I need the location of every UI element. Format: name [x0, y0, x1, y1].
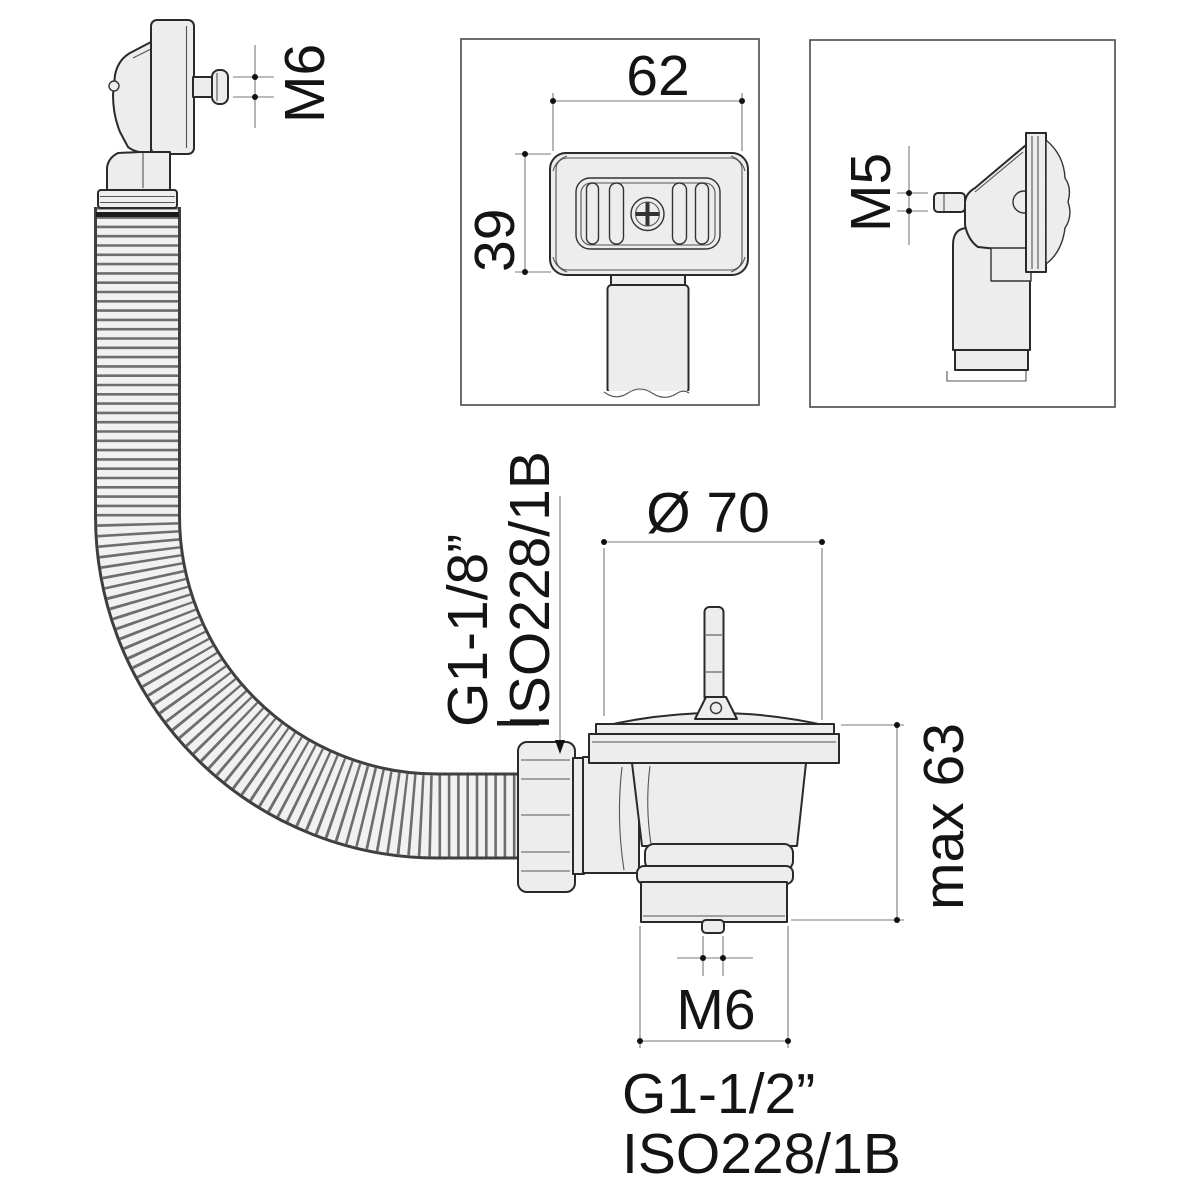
recessed-panel-inner-outline	[580, 182, 716, 246]
dim-d70-dot-left	[601, 539, 607, 545]
dim-label-inlet-thread: G1-1/8”	[436, 534, 500, 727]
elbow-dark-rib	[497, 721, 539, 726]
hose-fill	[97, 207, 520, 857]
overflow-stem-body	[606, 284, 690, 394]
m6-dim-dot-bottom	[252, 94, 258, 100]
overflow-fitting-side-view: M6	[97, 19, 337, 209]
overflow-slot-1	[585, 182, 600, 245]
cover-plate-inner-outline	[555, 157, 743, 271]
inlet-elbow-body	[582, 756, 640, 874]
dim-m6b-dot-left	[700, 955, 706, 961]
phillips-cross-icon	[636, 202, 659, 226]
dim-label-m5: M5	[839, 153, 903, 232]
overflow-slot-3	[671, 182, 688, 245]
alt-face-plate-edge	[1025, 132, 1047, 273]
overflow-slot-2	[608, 182, 625, 245]
alt-wedge-inner-line	[974, 151, 1024, 193]
alt-wedge-body	[964, 144, 1027, 253]
m5-dim-dot-bottom	[906, 208, 912, 214]
overflow-slot-4	[694, 182, 710, 245]
overflow-foot	[106, 151, 171, 191]
wedge-inner-line	[132, 48, 152, 59]
dim-62-dot-right	[739, 98, 745, 104]
dim-39-dot-top	[522, 151, 528, 157]
pin-pivot-hole	[709, 701, 723, 715]
overflow-face-plate-edge	[150, 19, 195, 155]
dim-label-outlet-thread: G1-1/2”	[622, 1062, 815, 1126]
alt-bottom-bracket	[946, 371, 1027, 382]
alt-rosette-profile	[1045, 139, 1071, 265]
drain-pin	[703, 606, 725, 703]
overflow-wedge-body	[112, 41, 152, 154]
drain-strainer-assembly: Ø 70 G1-1/8” ISO228/1B max 63 M6 G1-1/2”…	[436, 451, 976, 1186]
flange-band	[588, 733, 840, 764]
inlet-thread-leader-arrowhead	[555, 740, 565, 754]
dim-max63-dot-bottom	[894, 917, 900, 923]
plate-corner-mark-tr	[730, 155, 746, 172]
m6-dim-dot-top	[252, 74, 258, 80]
dim-label-overflow-m6: M6	[273, 44, 337, 123]
dim-label-max63: max 63	[912, 723, 976, 910]
dim-label-outlet-standard: ISO228/1B	[622, 1122, 901, 1186]
stem-break-mask	[600, 391, 696, 403]
dim-max63-dot-top	[894, 722, 900, 728]
overflow-screw-head	[211, 69, 229, 105]
alt-lower-body-foot	[954, 349, 1029, 371]
dim-g112-dot-right	[785, 1038, 791, 1044]
dim-label-62: 62	[626, 44, 689, 108]
plate-corner-mark-tl	[552, 155, 568, 172]
alt-stud-m5	[933, 192, 966, 213]
dim-label-39: 39	[463, 209, 527, 272]
plate-corner-mark-bl	[552, 256, 568, 273]
dim-label-bottom-m6: M6	[676, 978, 755, 1042]
hose-connector-collar	[97, 189, 178, 209]
elbow-inner-curve	[618, 766, 625, 871]
detail-box-overflow-alt-side-view: M5	[809, 39, 1116, 408]
inlet-nut	[517, 741, 576, 893]
dim-d70-dot-right	[819, 539, 825, 545]
flexible-overflow-hose	[94, 207, 520, 860]
stem-break-line	[603, 388, 690, 398]
bottom-stud-m6	[701, 919, 725, 934]
dim-62-dot-left	[550, 98, 556, 104]
dim-39-dot-bottom	[522, 269, 528, 275]
dim-g112-dot-left	[637, 1038, 643, 1044]
drain-cup-body	[631, 762, 807, 847]
phillips-screw-inner-ring	[634, 201, 661, 227]
dim-m6b-dot-right	[720, 955, 726, 961]
hose-dark-rib	[96, 212, 179, 217]
dim-label-diameter-70: Ø 70	[646, 481, 770, 545]
detail-box-overflow-front-view: 62 39	[460, 38, 760, 406]
cup-inner-curve	[647, 765, 652, 845]
alt-outlet-block	[990, 247, 1032, 282]
overflow-screw-stem	[192, 76, 214, 98]
plate-corner-mark-br	[730, 256, 746, 273]
dim-label-inlet-standard: ISO228/1B	[498, 451, 562, 730]
overflow-weep-bump	[108, 80, 120, 92]
m5-dim-dot-top	[906, 190, 912, 196]
